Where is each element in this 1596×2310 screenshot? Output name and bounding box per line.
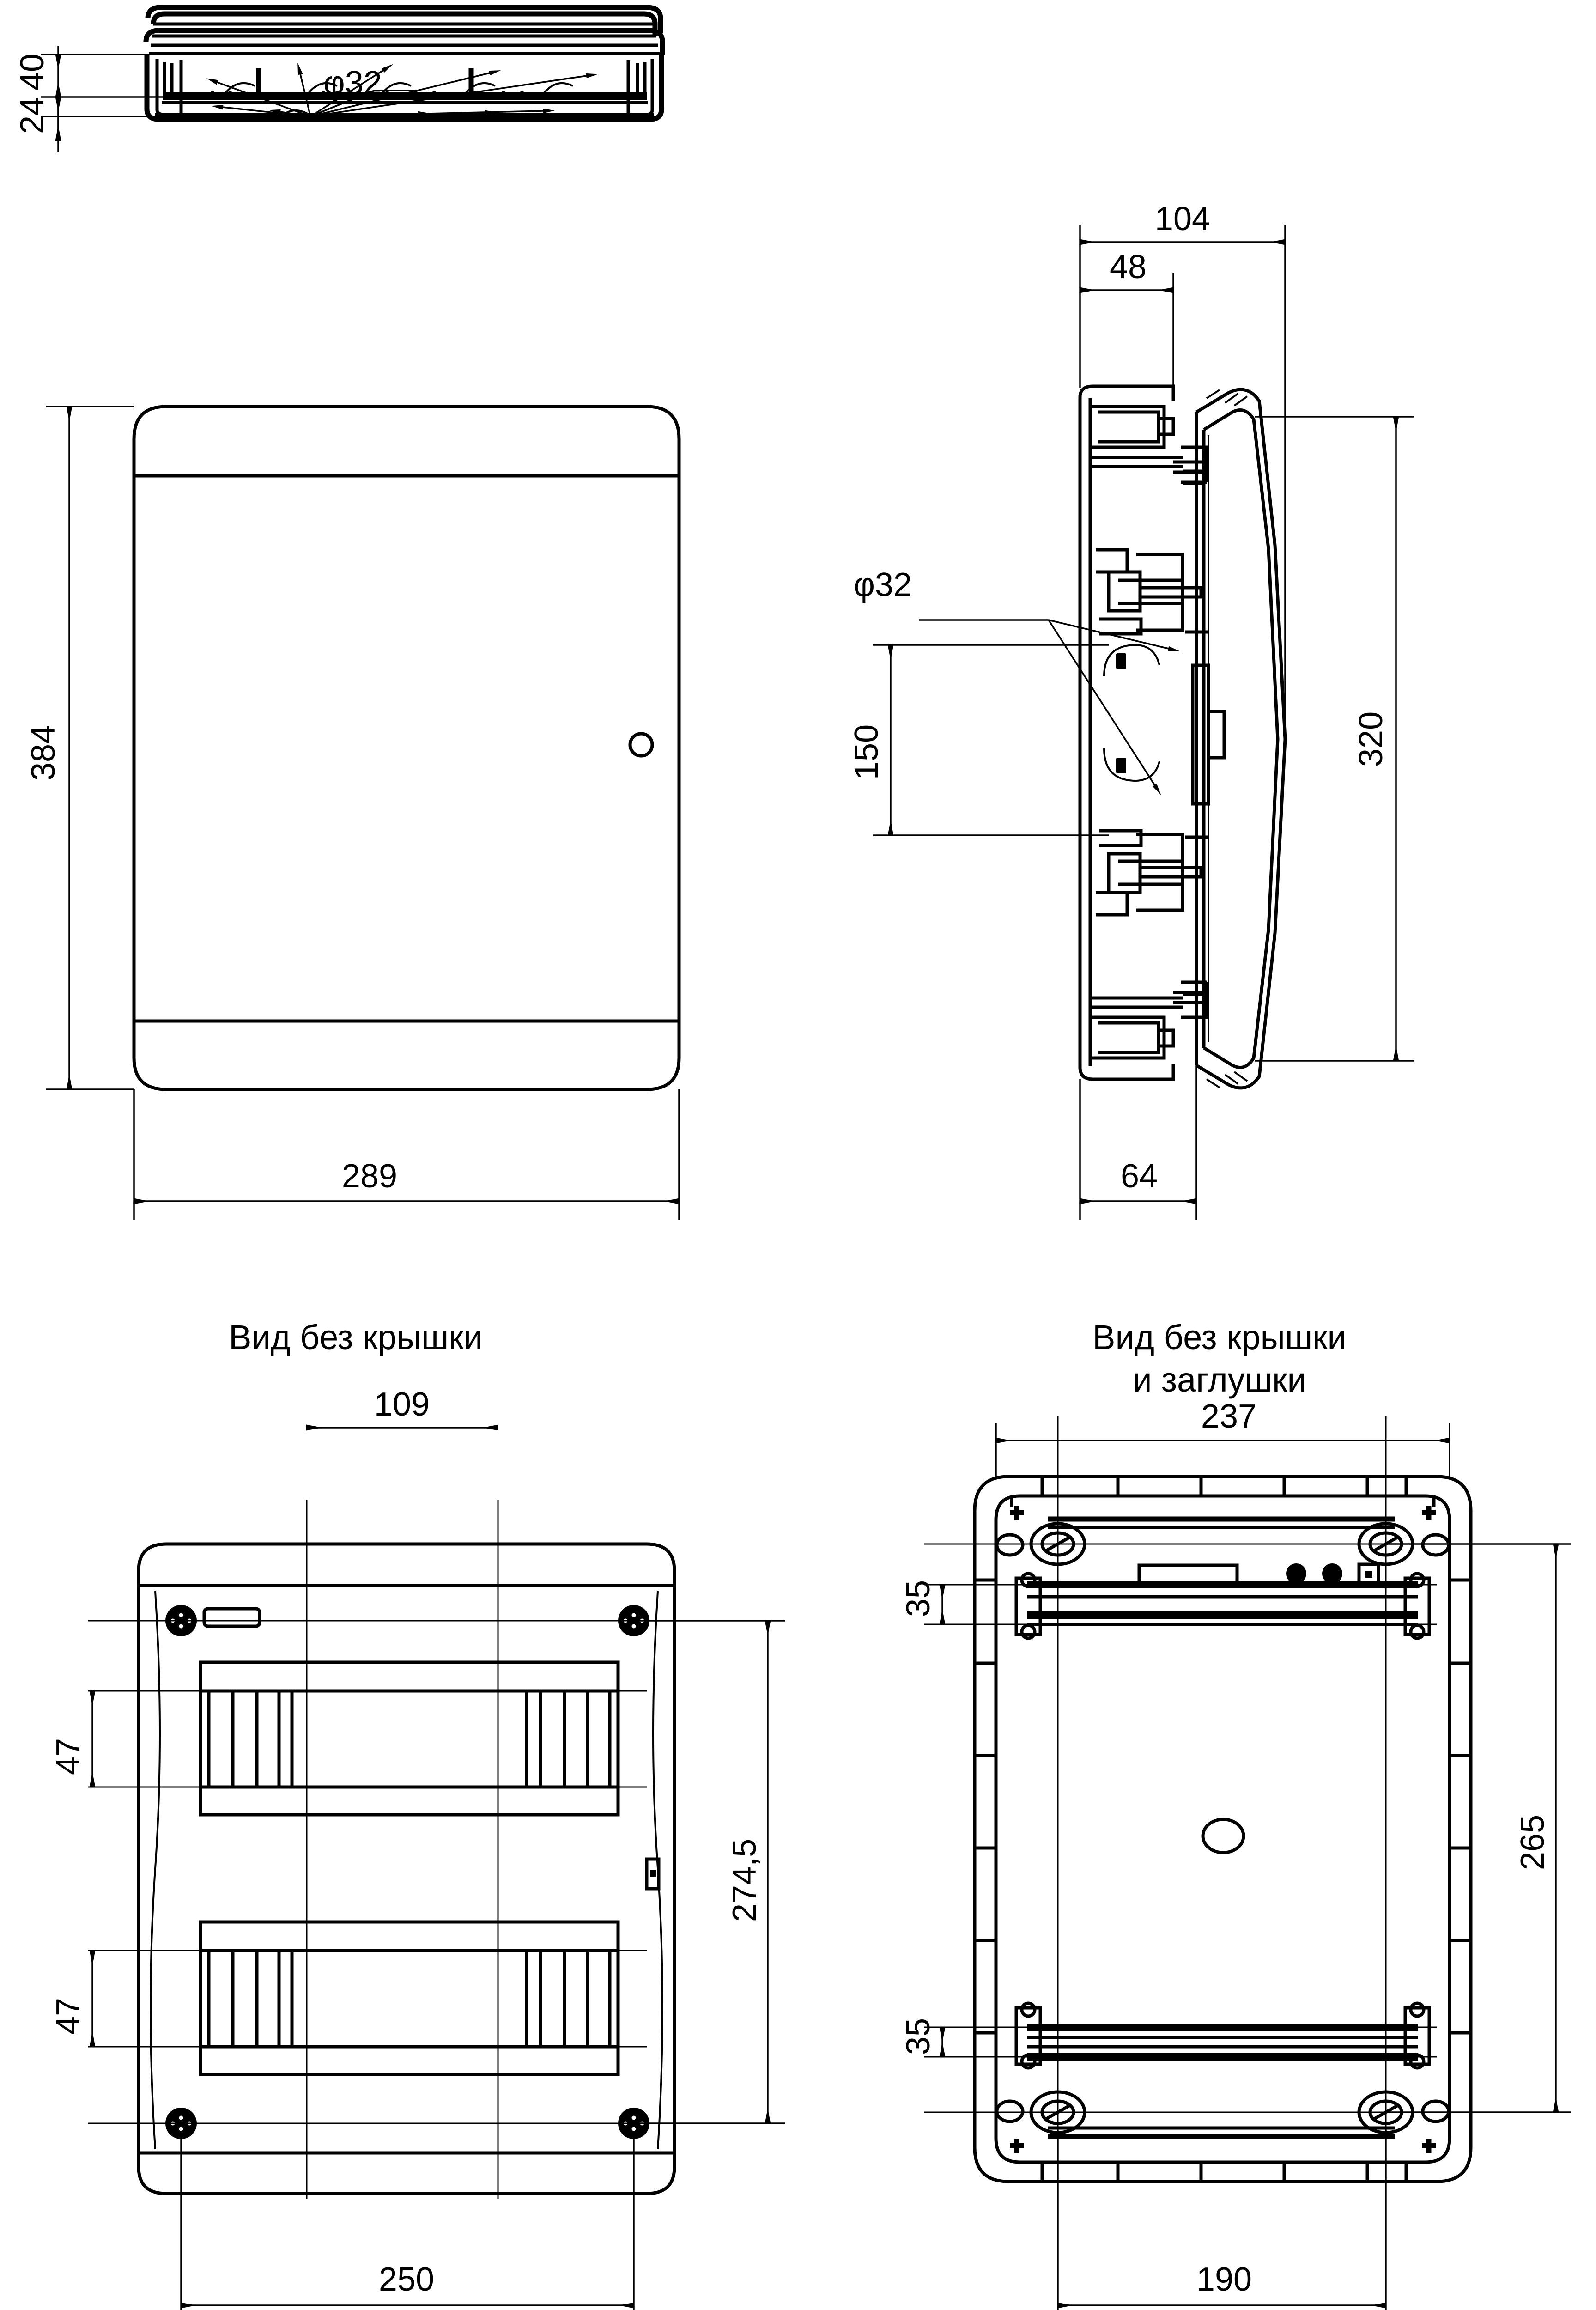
side-body-profile: [1078, 384, 1208, 1081]
wc-outer-outline: [137, 1542, 676, 2195]
wcp-edge-teeth: [975, 1477, 1471, 2182]
wcp-center-knockout: [1201, 1818, 1245, 1854]
dim-64: [1079, 1065, 1197, 1220]
wcp-corner-crosses: [1010, 1506, 1436, 2153]
front-lock-hole: [628, 732, 654, 758]
dim-150: [873, 644, 1109, 836]
dim-label-64: 64: [1121, 1158, 1158, 1195]
wcp-corner-holes: [995, 1533, 1450, 2123]
dim-274-5: [634, 1620, 785, 2124]
dim-190: [1057, 2130, 1387, 2310]
dim-label-289: 289: [342, 1158, 397, 1195]
front-enclosure-outline: [132, 405, 681, 1091]
wc-corner-screws: [165, 1605, 649, 2139]
wc-label-slot: [202, 1607, 261, 1628]
caption-without-cover-plate-line1: Вид без крышки: [1092, 1318, 1347, 1356]
top-cover-outline: [145, 5, 663, 38]
dim-label-320: 320: [1353, 711, 1390, 767]
dim-104: [1079, 225, 1286, 739]
dim-label-47-upper: 47: [50, 1738, 87, 1775]
view-front: 384 289: [25, 405, 681, 1220]
top-dia32-leaders: [206, 62, 598, 117]
dim-250: [180, 2139, 635, 2310]
wc-side-latch: [645, 1857, 661, 1891]
dim-label-237: 237: [1201, 1398, 1256, 1435]
caption-without-cover: Вид без крышки: [229, 1318, 483, 1356]
dim-label-35-upper: 35: [900, 1580, 937, 1617]
dim-label-265: 265: [1514, 1815, 1551, 1870]
dim-40: [41, 46, 163, 98]
dim-265: [1386, 1543, 1571, 2113]
dim-label-47-lower: 47: [50, 1998, 87, 2035]
wc-module-window-lower: [199, 1920, 620, 2076]
dim-label-250: 250: [379, 2261, 434, 2298]
dim-label-190: 190: [1196, 2261, 1252, 2298]
wc-module-window-upper: [199, 1660, 620, 1817]
dim-label-384: 384: [25, 725, 62, 781]
dim-label-dia32-top: φ32: [323, 65, 382, 102]
view-side-section: φ32 104 48 64 320: [848, 201, 1414, 1220]
dim-label-24: 24: [14, 97, 51, 134]
view-without-cover-and-plate: 237 190 265 35 35: [900, 1398, 1571, 2310]
top-knockout-arcs: [221, 82, 573, 99]
dim-384: [46, 406, 134, 1090]
dim-label-48: 48: [1110, 249, 1147, 286]
dim-289: [133, 1089, 680, 1220]
dim-label-dia32-side: φ32: [853, 566, 912, 603]
view-top-section: φ32 40 24: [14, 5, 665, 152]
dim-label-109: 109: [374, 1386, 430, 1423]
caption-without-cover-plate-line2: и заглушки: [1133, 1361, 1306, 1399]
wcp-outer-outline: [973, 1475, 1473, 2183]
dim-label-35-lower: 35: [900, 2018, 937, 2055]
dim-237: [995, 1423, 1450, 1477]
side-cover-profile: [1183, 388, 1287, 1090]
top-cover-inner-band: [143, 28, 665, 55]
wcp-marking-area: [1137, 1562, 1380, 1587]
side-knockouts: [919, 619, 1180, 796]
dim-48: [1080, 273, 1174, 386]
top-body-outline: [144, 55, 664, 122]
dim-label-104: 104: [1155, 201, 1210, 237]
dim-24: [41, 97, 157, 152]
top-internal-ribs: [211, 68, 524, 96]
wcp-edge-rails: [1048, 1516, 1395, 2139]
dim-label-274-5: 274,5: [726, 1839, 763, 1922]
view-without-cover: 109 250 274,5 47 47: [50, 1386, 785, 2310]
wcp-din-rail-lower: [1014, 2001, 1431, 2070]
dim-label-40: 40: [14, 54, 51, 91]
wc-centerlines: [88, 1500, 707, 2199]
dim-label-150: 150: [848, 724, 885, 780]
dim-320: [1255, 416, 1414, 1062]
